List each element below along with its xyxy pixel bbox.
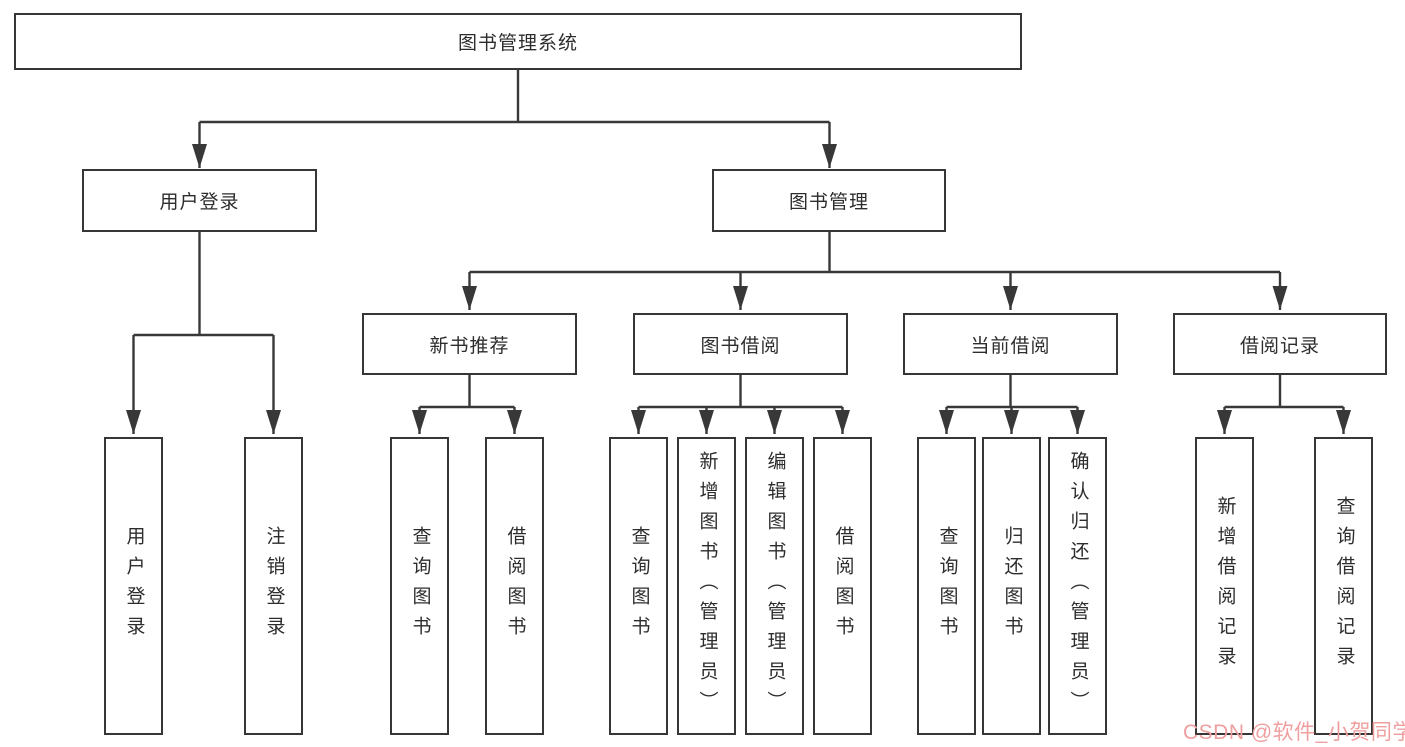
node-library-management-system: 图书管理系统 [14, 13, 1022, 70]
leaf-label: 编辑图书（管理员） [764, 451, 786, 721]
leaf-label: 查询图书 [409, 526, 431, 646]
leaf-add-borrow-record: 新增借阅记录 [1195, 437, 1254, 735]
node-new-book-recommendation: 新书推荐 [362, 313, 577, 375]
leaf-label: 查询图书 [936, 526, 958, 646]
leaf-label: 归还图书 [1001, 526, 1023, 646]
leaf-label: 查询图书 [628, 526, 650, 646]
leaf-confirm-return-admin: 确认归还（管理员） [1048, 437, 1107, 735]
node-current-borrowing: 当前借阅 [903, 313, 1118, 375]
leaf-label: 借阅图书 [504, 526, 526, 646]
leaf-label: 借阅图书 [832, 526, 854, 646]
node-book-management: 图书管理 [712, 169, 946, 232]
leaf-return-book: 归还图书 [982, 437, 1041, 735]
leaf-query-book-under-borrowing: 查询图书 [609, 437, 668, 735]
leaf-edit-book-admin: 编辑图书（管理员） [745, 437, 804, 735]
leaf-label: 用户登录 [123, 526, 145, 646]
leaf-label: 新增图书（管理员） [696, 451, 718, 721]
leaf-label: 查询借阅记录 [1333, 496, 1355, 676]
node-user-login: 用户登录 [82, 169, 317, 232]
leaf-query-book-under-newbook: 查询图书 [390, 437, 449, 735]
node-borrowing-records: 借阅记录 [1173, 313, 1387, 375]
node-book-borrowing: 图书借阅 [633, 313, 848, 375]
leaf-label: 新增借阅记录 [1214, 496, 1236, 676]
leaf-label: 确认归还（管理员） [1067, 451, 1089, 721]
leaf-borrow-book-under-borrowing: 借阅图书 [813, 437, 872, 735]
leaf-query-book-under-current: 查询图书 [917, 437, 976, 735]
leaf-add-book-admin: 新增图书（管理员） [677, 437, 736, 735]
leaf-logout: 注销登录 [244, 437, 303, 735]
csdn-watermark: CSDN @软件_小贺同学 [1183, 721, 1405, 744]
leaf-query-borrow-record: 查询借阅记录 [1314, 437, 1373, 735]
leaf-label: 注销登录 [263, 526, 285, 646]
leaf-borrow-book-under-newbook: 借阅图书 [485, 437, 544, 735]
leaf-user-login: 用户登录 [104, 437, 163, 735]
